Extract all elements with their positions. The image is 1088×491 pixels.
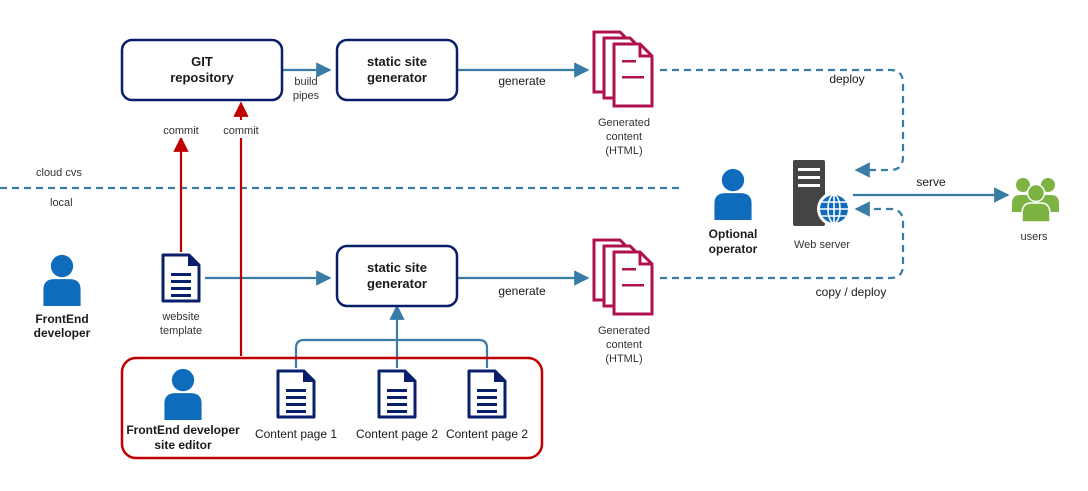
- operator-label-2: operator: [709, 242, 758, 256]
- build-pipes-label-1: build: [294, 76, 317, 88]
- generated-local-label-3: (HTML): [605, 353, 642, 365]
- generator-local-title-1: static site: [367, 260, 427, 275]
- git-repository-title-1: GIT: [191, 54, 213, 69]
- commit-label-content: commit: [223, 125, 258, 137]
- website-template-label-1: website: [161, 311, 199, 323]
- static-site-generator-local-box[interactable]: static site generator: [335, 244, 459, 308]
- content-page-3-document-icon: [467, 369, 507, 419]
- git-repository-box[interactable]: GIT repository: [120, 38, 284, 102]
- website-template-document-icon: [161, 253, 201, 303]
- generate-label-cloud: generate: [498, 74, 546, 88]
- generated-content-cloud-icon: [592, 30, 654, 108]
- generator-cloud-title-2: generator: [367, 70, 427, 85]
- content-page-1-label: Content page 1: [255, 427, 337, 441]
- generated-content-local-icon: [592, 238, 654, 316]
- web-server-label: Web server: [794, 239, 850, 251]
- build-pipes-label-2: pipes: [293, 90, 320, 102]
- site-editor-group: [120, 356, 544, 460]
- site-editor-label-1: FrontEnd developer: [126, 423, 240, 437]
- generated-cloud-label-2: content: [606, 131, 642, 143]
- operator-person-icon: [714, 168, 752, 220]
- git-repository-title-2: repository: [170, 70, 234, 85]
- local-zone-label: local: [50, 197, 73, 209]
- deploy-label: deploy: [829, 72, 864, 86]
- deploy-arrow: [660, 68, 905, 178]
- serve-label: serve: [916, 175, 946, 189]
- generator-local-title-2: generator: [367, 276, 427, 291]
- content-page-3-label: Content page 2: [446, 427, 528, 441]
- generated-local-label-1: Generated: [598, 325, 650, 337]
- generator-cloud-title-1: static site: [367, 54, 427, 69]
- cloud-zone-label: cloud cvs: [36, 167, 82, 179]
- website-template-label-2: template: [160, 325, 202, 337]
- users-icon: [1012, 178, 1059, 223]
- frontend-developer-label-2: developer: [34, 326, 91, 340]
- commit-label-template: commit: [163, 125, 198, 137]
- content-page-2-document-icon: [377, 369, 417, 419]
- site-editor-person-icon: [164, 368, 202, 420]
- content-pages-connector: [294, 338, 489, 368]
- copy-deploy-label: copy / deploy: [816, 285, 887, 299]
- frontend-developer-icon: [43, 254, 81, 306]
- site-editor-label-2: site editor: [154, 438, 212, 452]
- connectors: [0, 62, 1010, 368]
- generated-local-label-2: content: [606, 339, 642, 351]
- users-label: users: [1021, 231, 1048, 243]
- static-site-generator-cloud-box[interactable]: static site generator: [335, 38, 459, 102]
- operator-label-1: Optional: [709, 227, 758, 241]
- content-page-2-label: Content page 2: [356, 427, 438, 441]
- generated-cloud-label-3: (HTML): [605, 145, 642, 157]
- server-icon: [793, 160, 851, 226]
- copy-deploy-arrow: [660, 201, 905, 280]
- generated-cloud-label-1: Generated: [598, 117, 650, 129]
- content-page-1-document-icon: [276, 369, 316, 419]
- generate-label-local: generate: [498, 284, 546, 298]
- frontend-developer-label-1: FrontEnd: [35, 312, 88, 326]
